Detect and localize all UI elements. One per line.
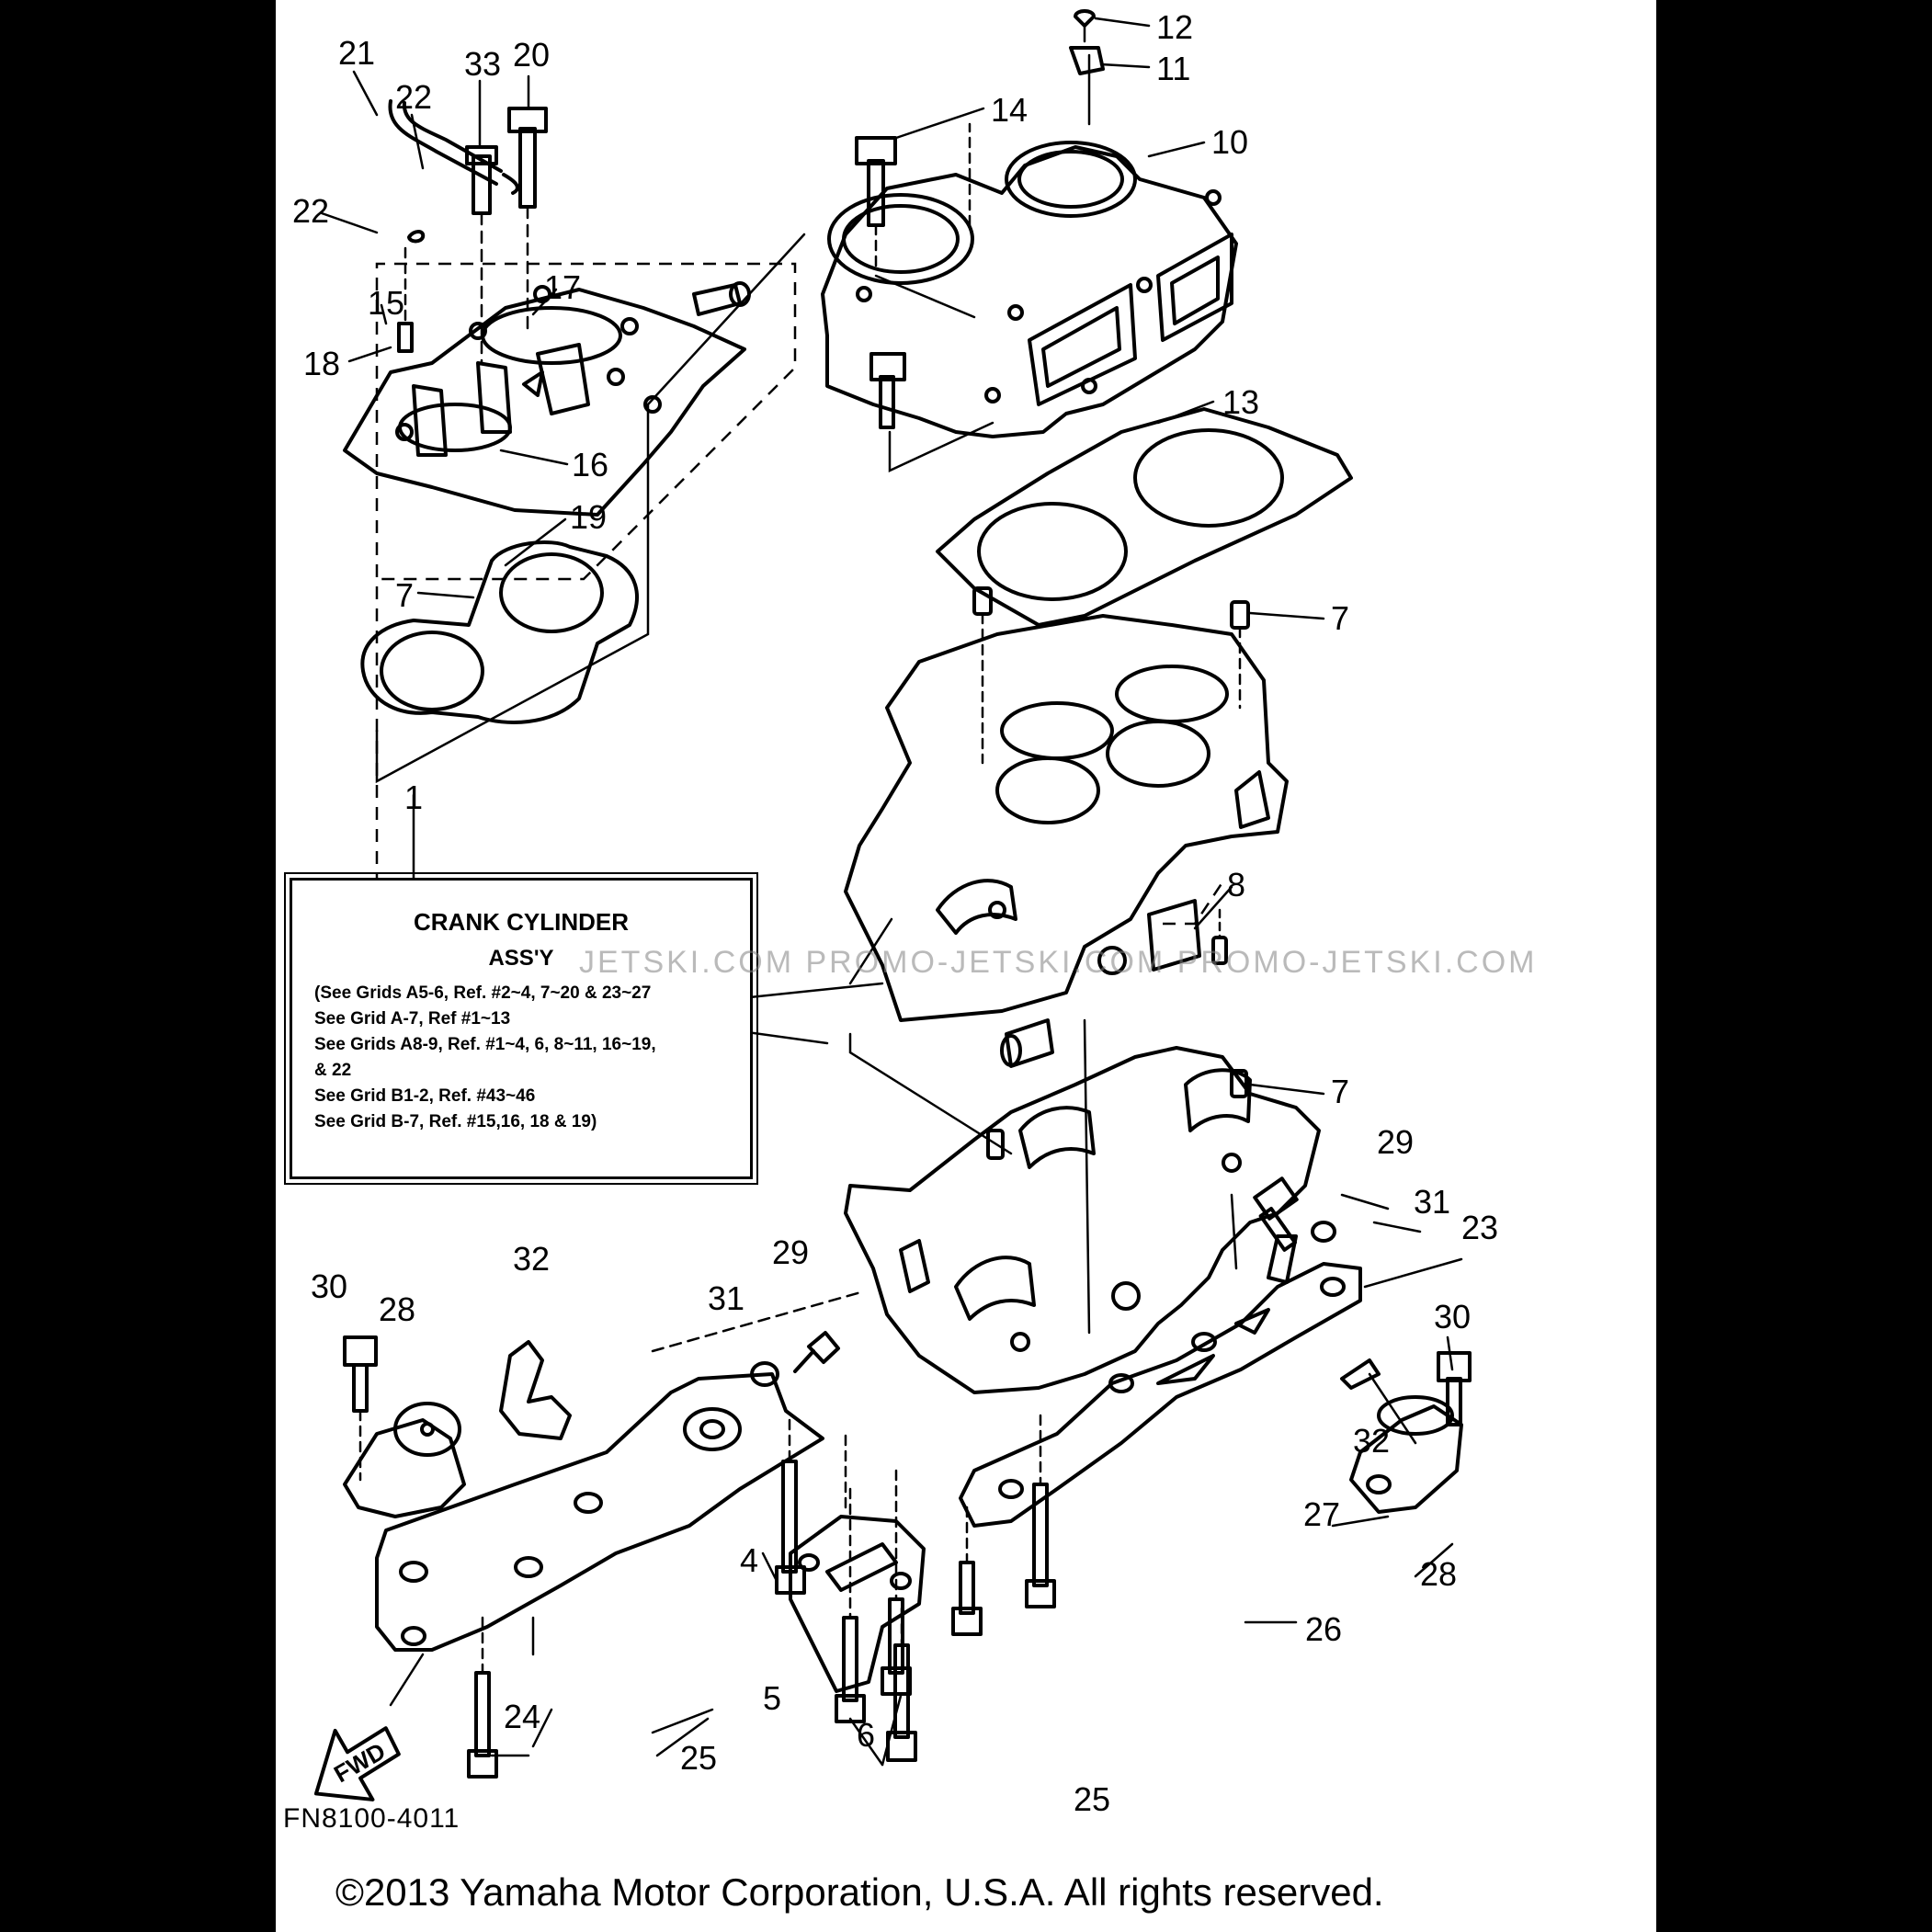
cylinder-block-10 — [821, 53, 1238, 438]
callout-26: 26 — [1305, 1610, 1342, 1648]
small-parts-mid — [848, 908, 1228, 1335]
callout-32: 32 — [1353, 1422, 1390, 1460]
callout-labels: 21 22 33 20 12 11 14 10 22 17 18 15 13 1… — [292, 8, 1498, 1818]
legend-line: See Grid A-7, Ref #1~13 — [314, 1009, 511, 1029]
callout-7: 7 — [1331, 1073, 1349, 1110]
pin-18 — [397, 322, 414, 353]
fwd-arrow: FWD — [313, 1726, 401, 1801]
figure-code: FN8100-4011 — [283, 1803, 460, 1834]
bolt-20 — [518, 127, 537, 209]
legend-line: See Grid B-7, Ref. #15,16, 18 & 19) — [314, 1112, 597, 1131]
crankcase-upper — [844, 614, 1289, 1022]
callout-24: 24 — [504, 1698, 540, 1735]
bolt-26 — [959, 1561, 975, 1615]
mount-bracket-23 — [959, 1176, 1381, 1528]
callout-22: 22 — [395, 78, 432, 116]
callout-27: 27 — [1303, 1495, 1340, 1533]
legend-line: & 22 — [314, 1061, 352, 1080]
head-gasket-19 — [360, 233, 806, 784]
watermark: JETSKI.COM PROMO-JETSKI.COM PROMO-JETSKI… — [579, 945, 1538, 980]
callout-28: 28 — [379, 1290, 415, 1328]
callout-30: 30 — [311, 1267, 347, 1305]
mount-bracket-24 — [375, 1372, 824, 1656]
callout-32: 32 — [513, 1240, 550, 1278]
callout-8: 8 — [1227, 866, 1245, 903]
callout-28: 28 — [1420, 1555, 1457, 1593]
callout-19: 19 — [570, 498, 607, 536]
stopper-32a — [499, 1340, 572, 1440]
legend-line: (See Grids A5-6, Ref. #2~4, 7~20 & 23~27 — [314, 983, 652, 1003]
pipe — [1267, 1234, 1298, 1284]
front-mount-parts — [343, 1290, 866, 1518]
callout-10: 10 — [1211, 123, 1248, 161]
callout-1: 1 — [404, 778, 423, 816]
washer-31b — [1311, 1221, 1336, 1243]
callout-5: 5 — [763, 1679, 781, 1717]
mount-5 — [789, 1432, 926, 1693]
callout-31: 31 — [1414, 1183, 1450, 1221]
callout-6: 6 — [857, 1716, 875, 1754]
callout-15: 15 — [368, 284, 404, 322]
cylinder-head-group — [343, 262, 797, 974]
bolt-30a — [352, 1363, 369, 1413]
callout-31: 31 — [708, 1279, 744, 1317]
legend-line: See Grids A8-9, Ref. #1~4, 6, 8~11, 16~1… — [314, 1035, 656, 1054]
mount-bolts — [467, 1414, 1056, 1779]
legend-title: CRANK CYLINDER — [414, 908, 629, 936]
rear-mount-parts — [1349, 1351, 1472, 1514]
seal-3 — [1005, 1018, 1054, 1068]
hose-21 — [388, 99, 498, 186]
crankcase-lower — [844, 1046, 1321, 1394]
clamp-22 — [407, 230, 426, 244]
washer-31a — [750, 1361, 779, 1387]
cylinder-head-16 — [343, 288, 746, 517]
bolt-25a — [474, 1671, 491, 1757]
bolt-15 — [879, 375, 895, 429]
callout-23: 23 — [1461, 1209, 1498, 1246]
callout-12: 12 — [1156, 8, 1193, 46]
legend-line: See Grid B1-2, Ref. #43~46 — [314, 1086, 536, 1106]
diagram-sheet: FWD — [276, 0, 1656, 1932]
callout-11: 11 — [1156, 50, 1190, 87]
dowel-7d — [1230, 1069, 1248, 1098]
callout-17: 17 — [544, 268, 581, 306]
callout-7: 7 — [395, 576, 414, 614]
leader-lines — [320, 17, 1463, 1767]
bolt-29b — [807, 1331, 840, 1364]
callout-29: 29 — [1377, 1123, 1414, 1161]
bracket-11 — [1069, 46, 1105, 75]
stopper-32b — [1340, 1358, 1381, 1390]
legend-lines: (See Grids A5-6, Ref. #2~4, 7~20 & 23~27… — [314, 981, 750, 1135]
callout-18: 18 — [303, 345, 340, 382]
screw-12 — [1074, 9, 1096, 28]
callout-22: 22 — [292, 192, 329, 230]
callout-7: 7 — [1331, 599, 1349, 637]
callout-14: 14 — [991, 91, 1028, 129]
block-fasteners — [855, 9, 1105, 472]
callout-20: 20 — [513, 36, 550, 74]
mount-28a — [343, 1418, 466, 1518]
callout-13: 13 — [1222, 383, 1259, 421]
callout-16: 16 — [572, 446, 608, 483]
base-gasket-13 — [936, 407, 1353, 627]
dowel-7c — [986, 1129, 1005, 1160]
callout-30: 30 — [1434, 1298, 1471, 1335]
callout-29: 29 — [772, 1233, 809, 1271]
legend-subtitle: ASS'Y — [488, 946, 554, 971]
copyright-notice: ©2013 Yamaha Motor Corporation, U.S.A. A… — [335, 1870, 1384, 1914]
exploded-parts-diagram: FWD — [292, 8, 1498, 1818]
callout-25: 25 — [1074, 1780, 1110, 1818]
callout-21: 21 — [338, 34, 375, 72]
head-fasteners — [388, 99, 751, 365]
assembly-note-box: CRANK CYLINDER ASS'Y (See Grids A5-6, Re… — [284, 872, 758, 1185]
callout-4: 4 — [740, 1541, 758, 1579]
callout-33: 33 — [464, 45, 501, 83]
callout-25: 25 — [680, 1739, 717, 1777]
